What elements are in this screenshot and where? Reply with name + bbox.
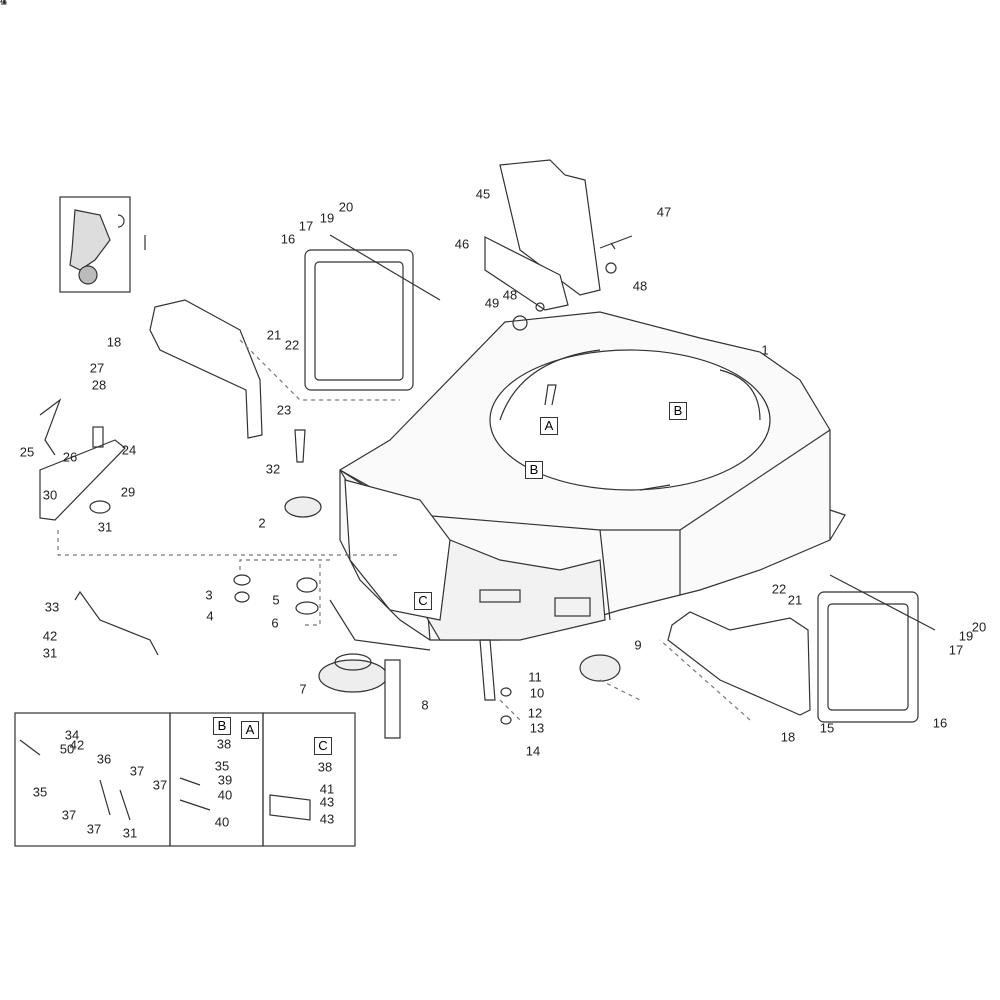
detail-callout-37: 37 xyxy=(86,821,102,837)
callout-28: 28 xyxy=(91,377,107,393)
view-marker-B: B xyxy=(669,402,687,420)
callout-2: 2 xyxy=(258,515,266,531)
detail-callout-34: 34 xyxy=(64,727,80,743)
callout-20: 20 xyxy=(971,619,987,635)
callout-15: 15 xyxy=(819,720,835,736)
detail-panel-title-A: A xyxy=(241,721,259,739)
callout-4: 4 xyxy=(206,608,214,624)
detail-callout-40: 40 xyxy=(214,814,230,830)
rear-plates xyxy=(484,159,633,331)
callout-20: 20 xyxy=(338,199,354,215)
detail-callout-37: 37 xyxy=(61,807,77,823)
detail-callout-31: 31 xyxy=(0,0,8,8)
callout-49: 49 xyxy=(484,295,500,311)
callout-16: 16 xyxy=(280,231,296,247)
callout-22: 22 xyxy=(284,337,300,353)
view-marker-B: B xyxy=(525,461,543,479)
orientation-inset xyxy=(59,196,146,293)
view-marker-A: A xyxy=(540,417,558,435)
callout-18: 18 xyxy=(780,729,796,745)
detail-callout-37: 37 xyxy=(129,763,145,779)
callout-48: 48 xyxy=(632,278,648,294)
callout-17: 17 xyxy=(948,642,964,658)
callout-25: 25 xyxy=(19,444,35,460)
detail-callout-44: 44 xyxy=(0,0,8,8)
callout-19: 19 xyxy=(958,628,974,644)
callout-24: 24 xyxy=(121,442,137,458)
view-marker-C: C xyxy=(414,592,432,610)
detail-callout-42: 42 xyxy=(69,737,85,753)
detail-panels xyxy=(14,712,356,847)
detail-callout-38: 38 xyxy=(216,736,232,752)
callout-16: 16 xyxy=(932,715,948,731)
callout-1: 1 xyxy=(761,342,769,358)
detail-callout-37: 37 xyxy=(152,777,168,793)
callout-42: 42 xyxy=(42,628,58,644)
callout-17: 17 xyxy=(298,218,314,234)
callout-31: 31 xyxy=(97,519,113,535)
side-covers xyxy=(149,234,936,723)
detail-callout-31: 31 xyxy=(122,825,138,841)
detail-callout-40: 40 xyxy=(217,787,233,803)
assembly-guides xyxy=(57,339,751,721)
callout-14: 14 xyxy=(525,743,541,759)
detail-callout-38: 38 xyxy=(317,759,333,775)
callout-5: 5 xyxy=(272,592,280,608)
callout-21: 21 xyxy=(787,592,803,608)
callout-31: 31 xyxy=(42,645,58,661)
callout-30: 30 xyxy=(42,487,58,503)
callout-23: 23 xyxy=(276,402,292,418)
callout-45: 45 xyxy=(475,186,491,202)
callout-22: 22 xyxy=(771,581,787,597)
detail-callout-39: 39 xyxy=(217,772,233,788)
main-frame xyxy=(329,311,846,651)
callout-7: 7 xyxy=(299,681,307,697)
callout-27: 27 xyxy=(89,360,105,376)
detail-callout-35: 35 xyxy=(214,758,230,774)
callout-3: 3 xyxy=(205,587,213,603)
detail-callout-36: 36 xyxy=(96,751,112,767)
callout-46: 46 xyxy=(454,236,470,252)
callout-33: 33 xyxy=(44,599,60,615)
callout-26: 26 xyxy=(62,449,78,465)
small-parts xyxy=(39,398,621,739)
callout-18: 18 xyxy=(106,334,122,350)
callout-48: 48 xyxy=(502,287,518,303)
callout-11: 11 xyxy=(528,669,542,685)
callout-29: 29 xyxy=(120,484,136,500)
callout-32: 32 xyxy=(265,461,281,477)
detail-callout-50: 50 xyxy=(59,741,75,757)
detail-callout-43: 43 xyxy=(319,794,335,810)
detail-callout-41: 41 xyxy=(319,781,335,797)
detail-panel-title-C: C xyxy=(314,737,332,755)
callout-6: 6 xyxy=(271,615,279,631)
callout-47: 47 xyxy=(656,204,672,220)
detail-callout-43: 43 xyxy=(319,811,335,827)
callout-9: 9 xyxy=(634,637,642,653)
callout-10: 10 xyxy=(529,685,545,701)
callout-12: 12 xyxy=(527,705,543,721)
callout-8: 8 xyxy=(421,697,429,713)
callout-21: 21 xyxy=(266,327,282,343)
callout-13: 13 xyxy=(529,720,545,736)
detail-panel-title-B: B xyxy=(213,717,231,735)
detail-callout-35: 35 xyxy=(32,784,48,800)
callout-19: 19 xyxy=(319,210,335,226)
